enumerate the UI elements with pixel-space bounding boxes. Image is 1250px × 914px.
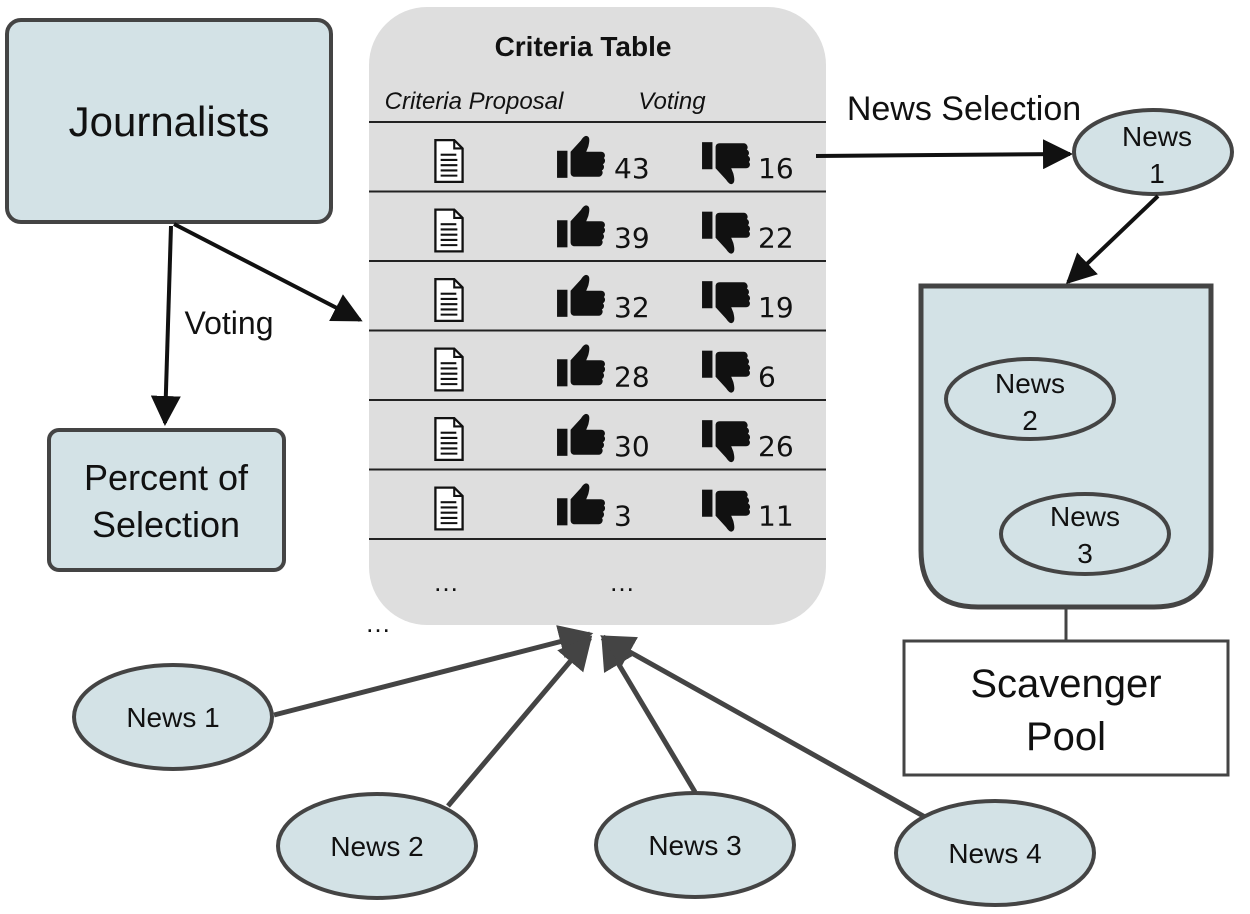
criteria-row: 3 11 bbox=[369, 483, 826, 540]
outside-ellipsis: … bbox=[365, 608, 391, 638]
scavenger-pool-line2: Pool bbox=[1026, 715, 1106, 759]
arrow-selected-news-to-pool bbox=[1065, 194, 1160, 285]
downvote-count: 6 bbox=[758, 361, 776, 394]
document-icon bbox=[434, 208, 464, 253]
document-icon bbox=[434, 277, 464, 323]
incoming-news-2: News 2 bbox=[276, 792, 478, 900]
percent-label-line1: Percent of bbox=[84, 457, 249, 498]
criteria-table-rows: 43 16 39 22 32 19 28 6 30 26 3 11 bbox=[369, 121, 826, 540]
voting-label: Voting bbox=[185, 305, 274, 341]
pool-news-3: News 3 bbox=[999, 492, 1171, 576]
arrow-journalists-to-table bbox=[173, 222, 363, 322]
pool-news-2-line1: News bbox=[995, 368, 1065, 399]
pool-news-2: News 2 bbox=[944, 357, 1116, 441]
arrow-news4-to-table bbox=[600, 634, 927, 820]
downvote-count: 16 bbox=[758, 152, 794, 185]
criteria-table: Criteria Table Criteria Proposal Voting … bbox=[369, 7, 826, 625]
upvote-count: 30 bbox=[614, 430, 650, 463]
incoming-news-2-label: News 2 bbox=[330, 831, 423, 862]
upvote-count: 3 bbox=[614, 500, 632, 533]
criteria-row: 30 26 bbox=[369, 413, 826, 471]
table-ellipsis-2: … bbox=[609, 567, 635, 597]
incoming-news-4: News 4 bbox=[894, 799, 1096, 907]
downvote-count: 19 bbox=[758, 291, 794, 324]
percent-of-selection-box: Percent of Selection bbox=[47, 428, 286, 572]
upvote-count: 43 bbox=[614, 152, 650, 185]
upvote-count: 39 bbox=[614, 222, 650, 255]
selected-news-line2: 1 bbox=[1149, 158, 1165, 189]
criteria-proposal-header: Criteria Proposal bbox=[385, 88, 564, 115]
percent-label-line2: Selection bbox=[92, 504, 240, 545]
criteria-row: 39 22 bbox=[369, 205, 826, 262]
incoming-news-4-label: News 4 bbox=[948, 838, 1041, 869]
news-selection-label: News Selection bbox=[847, 90, 1081, 128]
arrow-table-to-selected-news bbox=[815, 139, 1073, 170]
upvote-count: 28 bbox=[614, 361, 650, 394]
criteria-row: 32 19 bbox=[369, 274, 826, 332]
journalists-box: Journalists bbox=[5, 18, 333, 224]
pool-news-3-line1: News bbox=[1050, 501, 1120, 532]
scavenger-pool-box: Scavenger Pool bbox=[902, 639, 1230, 777]
incoming-news-1: News 1 bbox=[72, 663, 274, 771]
criteria-row: 43 16 bbox=[369, 135, 826, 193]
pool-news-2-line2: 2 bbox=[1022, 405, 1038, 436]
criteria-table-title: Criteria Table bbox=[495, 31, 672, 62]
document-icon bbox=[434, 416, 464, 462]
upvote-count: 32 bbox=[614, 291, 650, 324]
document-icon bbox=[434, 347, 464, 392]
voting-header: Voting bbox=[638, 88, 706, 115]
arrow-news2-to-table bbox=[446, 635, 593, 808]
criteria-row: 28 6 bbox=[369, 344, 826, 401]
pool-news-3-line2: 3 bbox=[1077, 538, 1093, 569]
table-ellipsis-1: … bbox=[433, 567, 459, 597]
downvote-count: 11 bbox=[758, 500, 794, 533]
arrow-news1-to-table bbox=[273, 625, 594, 718]
arrow-journalists-to-percent bbox=[150, 225, 181, 426]
document-icon bbox=[434, 138, 464, 184]
scavenger-pool-line1: Scavenger bbox=[970, 662, 1161, 706]
selected-news-node: News 1 bbox=[1072, 108, 1234, 196]
journalists-label: Journalists bbox=[69, 98, 270, 145]
downvote-count: 22 bbox=[758, 222, 794, 255]
incoming-news-1-label: News 1 bbox=[126, 702, 219, 733]
downvote-count: 26 bbox=[758, 430, 794, 463]
incoming-news-3-label: News 3 bbox=[648, 830, 741, 861]
incoming-news-3: News 3 bbox=[594, 791, 796, 899]
selected-news-line1: News bbox=[1122, 121, 1192, 152]
document-icon bbox=[434, 486, 464, 531]
